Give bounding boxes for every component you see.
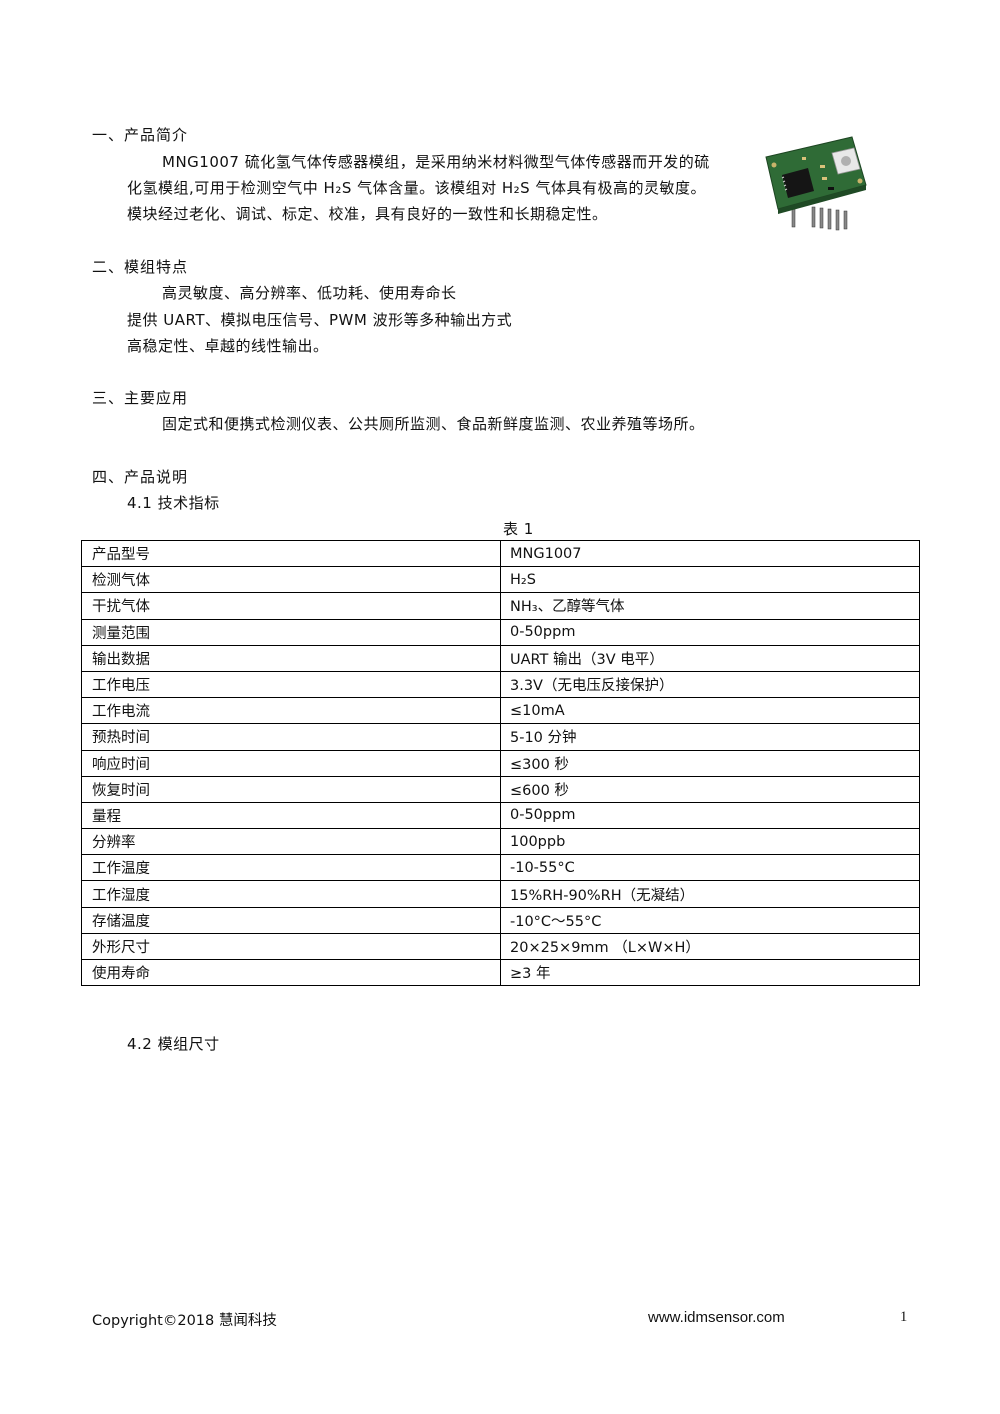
spec-value: 0-50ppm — [500, 801, 920, 830]
spec-value: 3.3V（无电压反接保护） — [500, 670, 920, 699]
spec-value: 100ppb — [500, 828, 920, 856]
spec-value: UART 输出（3V 电平） — [500, 644, 920, 672]
table-caption: 表 1 — [503, 520, 534, 538]
sensor-module-photo — [765, 136, 867, 231]
feature-line-1: 高灵敏度、高分辨率、低功耗、使用寿命长 — [162, 284, 457, 302]
feature-line-2: 提供 UART、模拟电压信号、PWM 波形等多种输出方式 — [127, 311, 513, 329]
section-1-heading: 一、产品简介 — [92, 126, 189, 144]
spec-label: 工作电流 — [81, 697, 501, 725]
spec-label: 分辨率 — [81, 828, 501, 856]
spec-label: 外形尺寸 — [81, 932, 501, 961]
intro-line-3: 模块经过老化、调试、标定、校准，具有良好的一致性和长期稳定性。 — [127, 205, 608, 223]
section-2-heading: 二、模组特点 — [92, 258, 189, 276]
feature-line-3: 高稳定性、卓越的线性输出。 — [127, 337, 329, 355]
spec-label: 工作温度 — [81, 854, 501, 882]
spec-label: 存储温度 — [81, 906, 501, 934]
spec-value: ≥3 年 — [500, 958, 920, 987]
subsection-4-2-heading: 4.2 模组尺寸 — [127, 1035, 220, 1053]
table-row: 存储温度-10°C～55°C — [81, 906, 920, 934]
footer-website[interactable]: www.idmsensor.com — [648, 1309, 785, 1326]
spec-label: 恢复时间 — [81, 775, 501, 803]
spec-value: ≤10mA — [500, 697, 920, 725]
spec-value: ≤600 秒 — [500, 775, 920, 803]
spec-value: ≤300 秒 — [500, 749, 920, 777]
intro-line-1: MNG1007 硫化氢气体传感器模组，是采用纳米材料微型气体传感器而开发的硫 — [162, 153, 710, 171]
spec-value: H₂S — [500, 566, 920, 594]
footer-copyright: Copyright©2018 慧闻科技 — [92, 1313, 277, 1329]
table-row: 工作电流≤10mA — [81, 697, 920, 725]
spec-label: 干扰气体 — [81, 592, 501, 620]
table-row: 响应时间≤300 秒 — [81, 749, 920, 777]
table-row: 工作温度-10-55°C — [81, 854, 920, 882]
intro-line-2: 化氢模组,可用于检测空气中 H₂S 气体含量。该模组对 H₂S 气体具有极高的灵… — [127, 179, 706, 197]
spec-value: 0-50ppm — [500, 618, 920, 646]
spec-value: -10°C～55°C — [500, 906, 920, 934]
table-row: 恢复时间≤600 秒 — [81, 775, 920, 803]
spec-value: NH₃、乙醇等气体 — [500, 592, 920, 620]
spec-label: 量程 — [81, 801, 501, 830]
table-row: 使用寿命≥3 年 — [81, 958, 920, 987]
spec-value: -10-55°C — [500, 854, 920, 882]
spec-label: 检测气体 — [81, 566, 501, 594]
spec-label: 输出数据 — [81, 644, 501, 672]
spec-label: 产品型号 — [81, 539, 501, 568]
spec-label: 响应时间 — [81, 749, 501, 777]
spec-value: 5-10 分钟 — [500, 723, 920, 751]
section-4-heading: 四、产品说明 — [92, 468, 189, 486]
spec-label: 工作湿度 — [81, 880, 501, 908]
page-number: 1 — [900, 1309, 908, 1325]
spec-label: 使用寿命 — [81, 958, 501, 987]
spec-label: 工作电压 — [81, 670, 501, 699]
spec-label: 预热时间 — [81, 723, 501, 751]
spec-label: 测量范围 — [81, 618, 501, 646]
section-3-heading: 三、主要应用 — [92, 389, 189, 407]
application-line: 固定式和便携式检测仪表、公共厕所监测、食品新鲜度监测、农业养殖等场所。 — [162, 415, 705, 433]
spec-value: MNG1007 — [500, 539, 920, 568]
spec-value: 15%RH-90%RH（无凝结） — [500, 880, 920, 908]
spec-value: 20×25×9mm （L×W×H） — [500, 932, 920, 961]
subsection-4-1-heading: 4.1 技术指标 — [127, 494, 220, 512]
